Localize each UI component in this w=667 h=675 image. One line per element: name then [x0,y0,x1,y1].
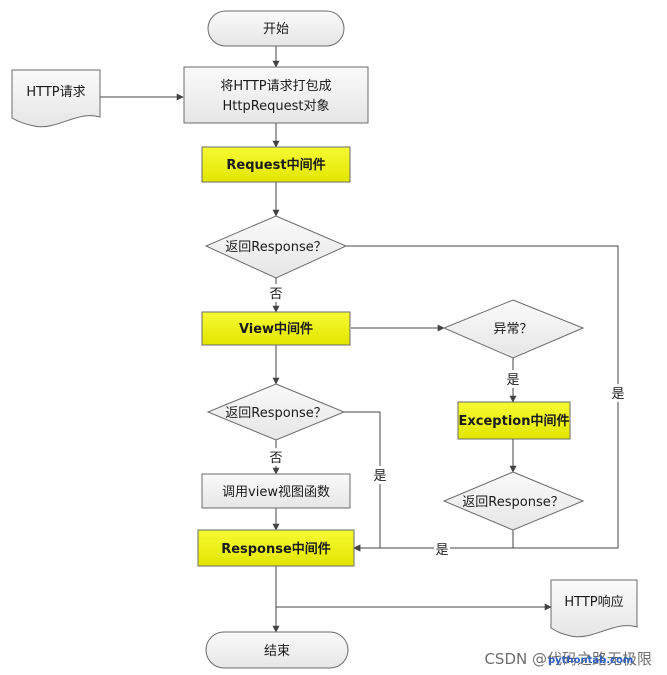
exception-middleware-label: Exception中间件 [459,413,570,429]
response-middleware-label: Response中间件 [221,541,331,557]
start-terminator: 开始 [207,10,345,47]
edge-label-no-2: 否 [269,451,282,466]
edge-label-yes-bottom: 是 [435,543,448,558]
decision-return-response-1: 返回Response？ [204,215,348,279]
http-request-label: HTTP请求 [26,85,85,100]
site-watermark: pythontab.com [548,655,633,666]
decision-return-response-2: 返回Response？ [206,383,346,441]
edge-label-yes-return2: 是 [373,469,386,484]
decision-return-response-1-label: 返回Response？ [225,240,326,255]
wrap-line2-label: HttpRequest对象 [222,99,329,114]
view-middleware: View中间件 [201,311,351,346]
response-middleware: Response中间件 [197,529,355,567]
edge-label-yes-exception: 是 [506,373,519,388]
http-request-document: HTTP请求 [11,69,101,128]
decision-return-response-3: 返回Response？ [442,471,585,531]
decision-return-response-3-label: 返回Response？ [462,495,563,510]
decision-return-response-2-label: 返回Response？ [225,406,326,421]
request-middleware-label: Request中间件 [226,157,325,173]
end-terminator: 结束 [205,631,349,669]
wrap-request-process: 将HTTP请求打包成 HttpRequest对象 [183,66,369,124]
decision-exception: 异常？ [442,299,585,359]
edge-labels: 否 否 是 是 是 是 [268,284,626,558]
call-view-process: 调用view视图函数 [201,473,351,509]
http-response-document: HTTP响应 [550,579,638,638]
request-middleware: Request中间件 [201,146,351,183]
call-view-label: 调用view视图函数 [222,485,330,500]
wrap-line1-label: 将HTTP请求打包成 [220,79,331,94]
decision-exception-label: 异常？ [493,322,532,337]
end-label: 结束 [264,644,290,659]
csdn-watermark: CSDN @代码之路无极限 [484,650,652,668]
edge-label-no-1: 否 [269,287,282,302]
exception-middleware: Exception中间件 [457,401,571,440]
view-middleware-label: View中间件 [239,321,313,337]
edge-label-yes-right: 是 [611,387,624,402]
start-label: 开始 [263,22,289,37]
http-response-label: HTTP响应 [564,594,623,610]
